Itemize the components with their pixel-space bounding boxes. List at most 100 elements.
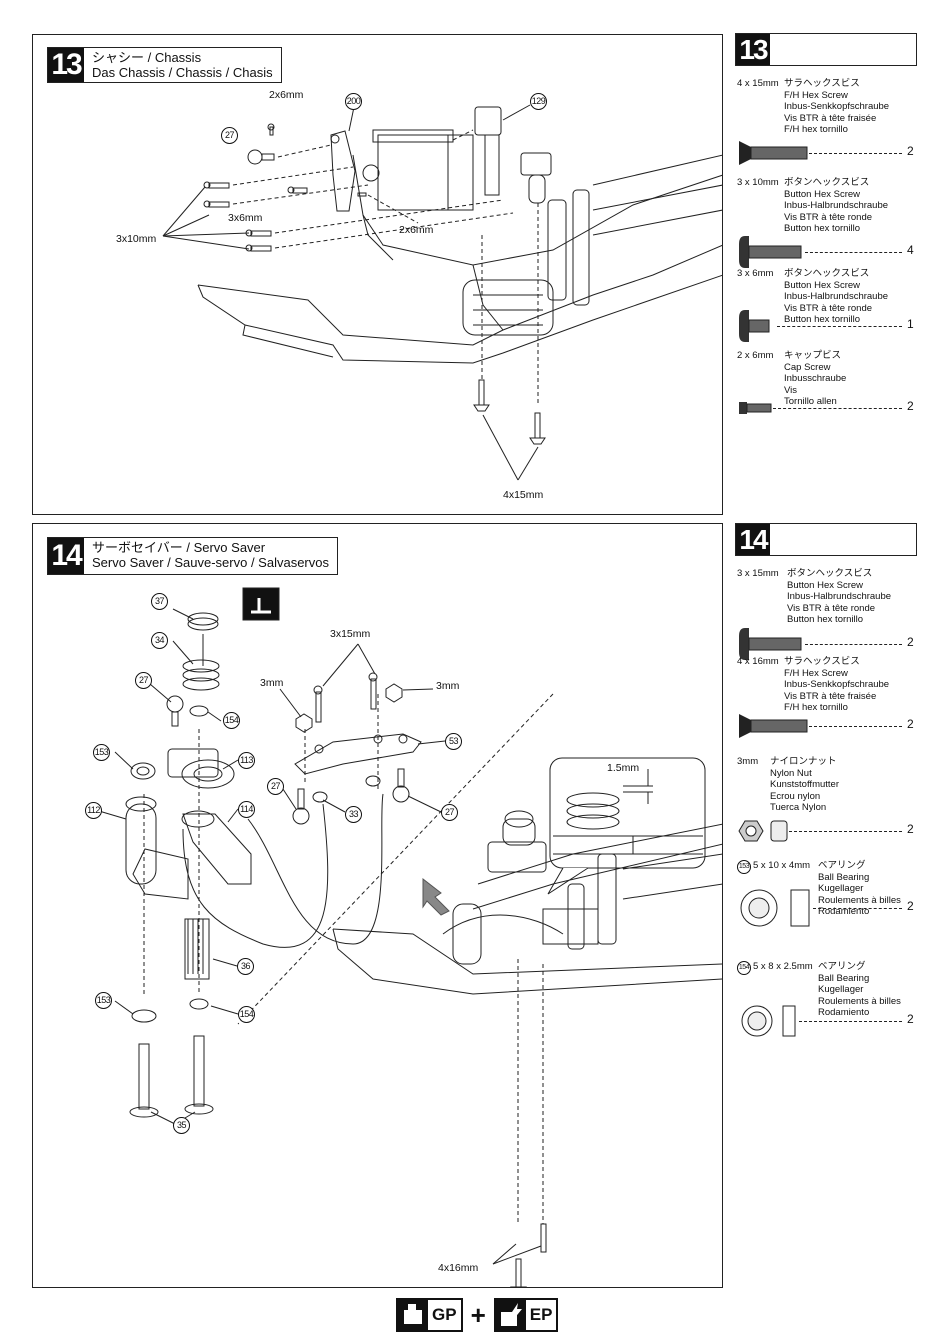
part-quantity: 2 xyxy=(907,899,914,913)
part-name: Vis BTR à tête ronde xyxy=(784,211,873,223)
part-illustration xyxy=(737,388,907,432)
part-illustration xyxy=(737,811,907,855)
part-size: 3 x 10mm xyxy=(737,177,779,188)
step13-header: 13 シャシー / Chassis Das Chassis / Chassis … xyxy=(47,47,282,83)
part-quantity: 2 xyxy=(907,717,914,731)
part-illustration xyxy=(737,1001,907,1045)
part-name: Nylon Nut xyxy=(770,767,812,779)
gp-label: GP xyxy=(432,1305,457,1324)
label-3mm-right: 3mm xyxy=(436,680,460,692)
part-name-jp: ナイロンナット xyxy=(770,756,837,767)
label-4x16mm: 4x16mm xyxy=(438,1262,479,1274)
callout-154-top: 154 xyxy=(223,712,240,729)
part-name: Vis BTR à tête fraisée xyxy=(784,112,877,124)
label-2x6mm-top: 2x6mm xyxy=(269,89,304,101)
quantity-leader-line xyxy=(777,326,902,327)
part-size: 3 x 6mm xyxy=(737,268,774,279)
part-callout: 153 xyxy=(737,860,751,874)
callout-200: 200 xyxy=(345,93,362,110)
callout-153-bottom: 153 xyxy=(95,992,112,1009)
part-quantity: 2 xyxy=(907,1012,914,1026)
part-illustration xyxy=(737,306,907,350)
part-quantity: 4 xyxy=(907,243,914,257)
part-name: Tornillo allen xyxy=(784,396,837,407)
part-name: Kunststoffmutter xyxy=(770,779,839,790)
part-name: Inbus-Halbrundschraube xyxy=(784,291,889,302)
callout-27-left: 27 xyxy=(135,672,152,689)
part-name: Cap Screw xyxy=(784,361,831,373)
quantity-leader-line xyxy=(809,153,902,154)
step13-parts-header: 13 xyxy=(735,33,917,66)
part-name-jp: ベアリング xyxy=(818,860,866,871)
part-size: 4 x 15mm xyxy=(737,78,779,89)
part-name-jp: ボタンヘックスビス xyxy=(784,268,870,279)
plus-sign: + xyxy=(470,1299,486,1330)
part-size: 3 x 15mm xyxy=(737,568,779,579)
part-illustration xyxy=(737,624,907,668)
part-name-jp: ボタンヘックスビス xyxy=(784,177,870,188)
quantity-leader-line xyxy=(805,252,902,253)
callout-129: 129 xyxy=(530,93,547,110)
callout-153-top: 153 xyxy=(93,744,110,761)
part-illustration xyxy=(737,232,907,276)
step14-exploded-drawing xyxy=(98,587,722,1287)
part-name: Button Hex Screw xyxy=(784,188,861,200)
label-2x6mm-side: 2x6mm xyxy=(399,224,434,236)
step13-title-multi: Das Chassis / Chassis / Chasis xyxy=(92,65,273,80)
part-illustration xyxy=(737,706,907,750)
part-quantity: 1 xyxy=(907,317,914,331)
callout-33: 33 xyxy=(345,806,362,823)
part-name: F/H Hex Screw xyxy=(784,667,848,679)
part-name: Kugellager xyxy=(818,883,864,894)
part-name: Button hex tornillo xyxy=(784,223,861,234)
part-name: F/H Hex Screw xyxy=(784,89,848,101)
callout-114: 114 xyxy=(238,801,255,818)
gp-badge: GP xyxy=(396,1298,463,1332)
part-quantity: 2 xyxy=(907,399,914,413)
part-callout: 154 xyxy=(737,961,751,975)
callout-27-right: 27 xyxy=(441,804,458,821)
part-name: Inbusschraube xyxy=(784,373,847,384)
quantity-leader-line xyxy=(813,908,902,909)
part-name: F/H hex tornillo xyxy=(784,702,848,713)
step14-title-multi: Servo Saver / Sauve-servo / Salvaservos xyxy=(92,555,329,570)
part-name: Button hex tornillo xyxy=(784,314,861,325)
part-name: Ball Bearing xyxy=(818,972,870,984)
part-quantity: 2 xyxy=(907,822,914,836)
engine-icon xyxy=(398,1300,428,1330)
part-name: Inbus-Senkkopfschraube xyxy=(784,679,890,690)
step14-number: 14 xyxy=(48,538,84,574)
callout-112: 112 xyxy=(85,802,102,819)
part-name: Vis BTR à tête ronde xyxy=(784,302,873,314)
label-1.5mm: 1.5mm xyxy=(607,762,640,774)
part-name-jp: ベアリング xyxy=(818,961,866,972)
part-name: F/H hex tornillo xyxy=(784,124,848,135)
quantity-leader-line xyxy=(809,726,902,727)
part-name: Ecrou nylon xyxy=(770,790,821,802)
part-quantity: 2 xyxy=(907,635,914,649)
callout-113: 113 xyxy=(238,752,255,769)
ep-label: EP xyxy=(529,1305,553,1324)
part-name: Rodamiento xyxy=(818,1007,870,1018)
part-name: Button Hex Screw xyxy=(784,279,861,291)
callout-36: 36 xyxy=(237,958,254,975)
part-name: Inbus-Halbrundschraube xyxy=(784,200,889,211)
part-illustration xyxy=(737,888,907,932)
part-name: Roulements à billes xyxy=(818,894,901,906)
part-illustration xyxy=(737,133,907,177)
step14-header: 14 サーボセイバー / Servo Saver Servo Saver / S… xyxy=(47,537,338,575)
